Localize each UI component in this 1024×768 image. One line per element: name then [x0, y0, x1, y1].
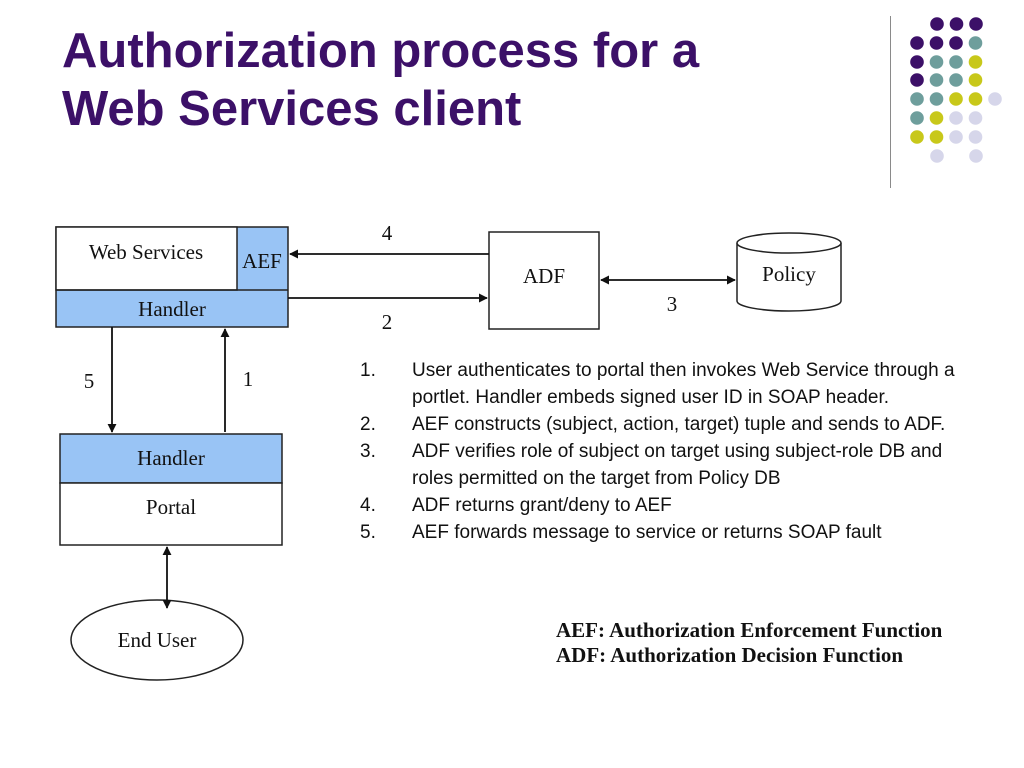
legend-adf: ADF: Authorization Decision Function [556, 643, 904, 667]
top-handler-label: Handler [138, 297, 206, 321]
end-user-ellipse [70, 599, 244, 681]
step-number: 1. [360, 360, 376, 381]
adf-label: ADF [523, 264, 565, 288]
policy-cylinder-body [736, 243, 842, 312]
step-number: 3. [360, 441, 376, 462]
step-text: AEF forwards message to service or retur… [412, 522, 882, 543]
policy-db: Policy [736, 232, 842, 312]
slide-title: Authorization process for a Web Services… [62, 22, 862, 138]
title-divider [890, 16, 891, 188]
step-text: ADF verifies role of subject on target u… [412, 441, 943, 489]
arrow-label-4: 4 [382, 221, 393, 245]
step-number: 4. [360, 495, 376, 516]
step-number: 5. [360, 522, 376, 543]
policy-label: Policy [762, 262, 816, 286]
legend-aef: AEF: Authorization Enforcement Function [556, 618, 943, 642]
acronym-legend: AEF: Authorization Enforcement Function … [556, 618, 996, 668]
bottom-handler-box [59, 433, 283, 484]
portal-label: Portal [146, 495, 196, 519]
step-item: 3. ADF verifies role of subject on target… [360, 438, 980, 492]
bottom-handler-label: Handler [137, 446, 205, 470]
steps-list: 1. User authenticates to portal then invo… [360, 357, 980, 546]
arrow-label-1: 1 [243, 367, 254, 391]
slide-title-line-2: Web Services client [62, 82, 522, 136]
step-text: AEF constructs (subject, action, target)… [412, 414, 946, 435]
portal-box [59, 482, 283, 546]
arrow-label-3: 3 [667, 292, 678, 316]
step-number: 2. [360, 414, 376, 435]
arrow-label-2: 2 [382, 310, 393, 334]
policy-cylinder-top [736, 232, 842, 254]
step-item: 4. ADF returns grant/deny to AEF [360, 492, 980, 519]
slide-title-line-1: Authorization process for a [62, 24, 700, 78]
end-user-node: End User [70, 599, 244, 681]
adf-node: ADF [488, 231, 600, 330]
adf-box [488, 231, 600, 330]
step-item: 5. AEF forwards message to service or ret… [360, 519, 980, 546]
arrow-label-5: 5 [84, 369, 95, 393]
step-text: User authenticates to portal then invoke… [412, 360, 955, 408]
end-user-label: End User [118, 628, 197, 652]
web-service-stack: Web Services AEF Handler [55, 226, 289, 328]
web-services-label: Web Services [89, 240, 203, 264]
step-item: 2. AEF constructs (subject, action, targe… [360, 411, 980, 438]
step-text: ADF returns grant/deny to AEF [412, 495, 672, 516]
aef-label: AEF [242, 249, 282, 273]
portal-stack: Handler Portal [59, 433, 283, 546]
step-item: 1. User authenticates to portal then invo… [360, 357, 980, 411]
